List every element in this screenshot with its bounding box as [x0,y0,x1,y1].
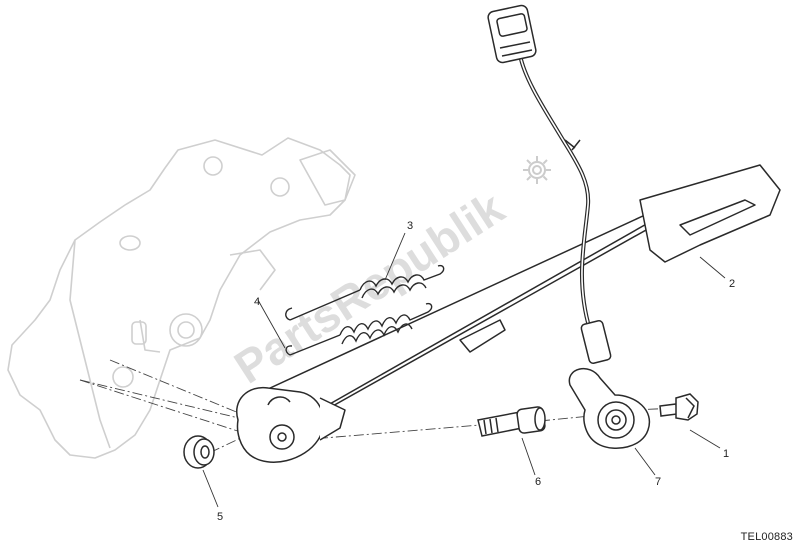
drawing-code: TEL00883 [740,531,793,543]
callout-4: 4 [254,296,260,308]
screw [659,393,699,421]
gear-icon [523,156,551,184]
callout-2: 2 [729,278,735,290]
callout-3: 3 [407,220,413,232]
callout-6: 6 [535,476,541,488]
callout-1: 1 [723,448,729,460]
pivot-bolt [477,406,546,437]
washer [183,435,215,469]
leader-lines [202,232,726,508]
wiring-harness [487,4,612,364]
callout-5: 5 [217,511,223,523]
callout-7: 7 [655,476,661,488]
side-stand-switch [568,367,651,449]
side-stand [235,164,781,463]
return-springs [285,264,445,356]
frame-bracket [7,137,356,459]
